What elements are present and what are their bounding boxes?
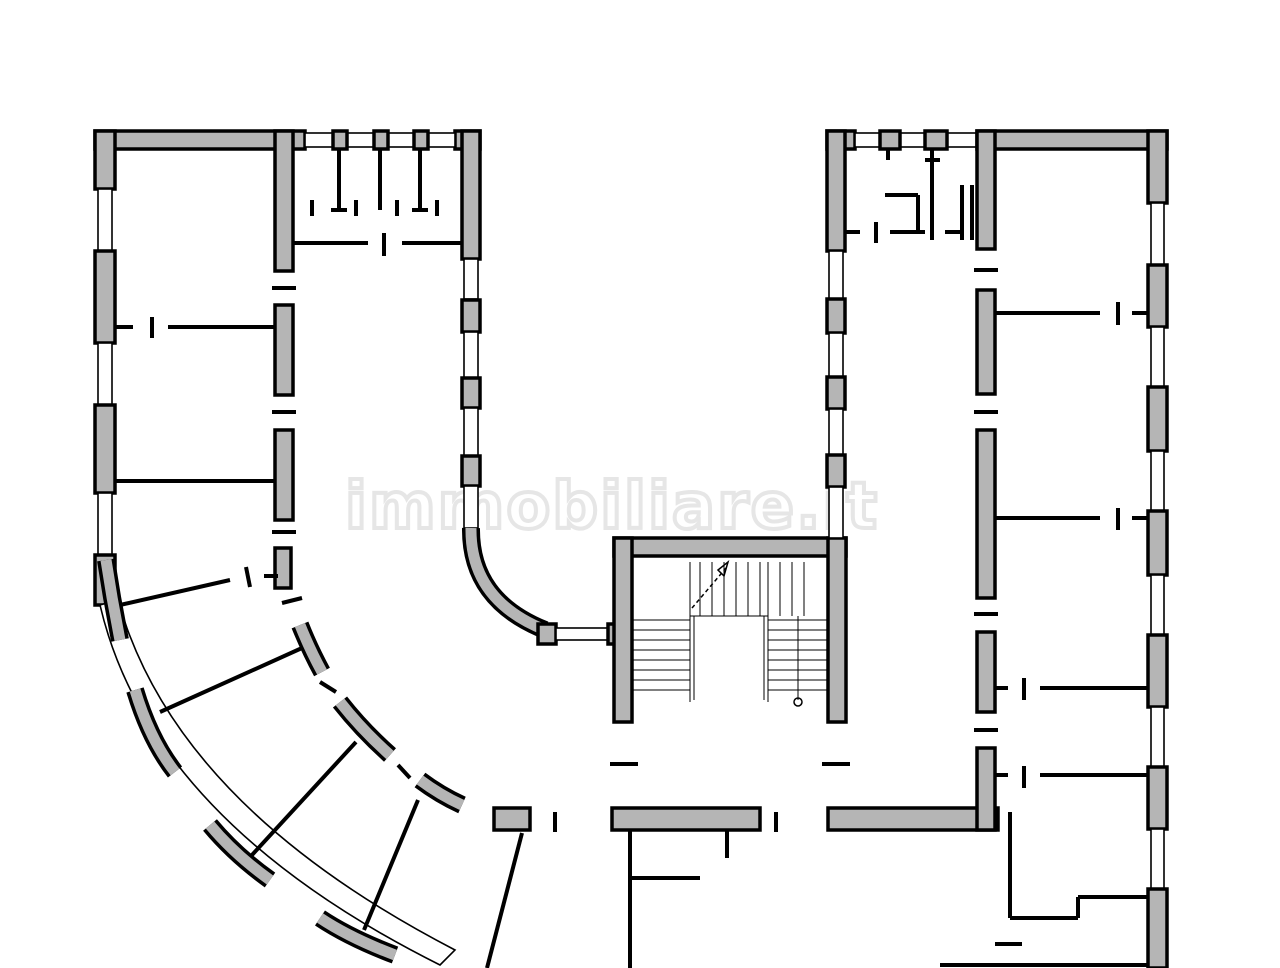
left-wing-east-wall <box>460 129 482 261</box>
stair-treads <box>632 559 828 707</box>
left-inner-wall-top <box>273 129 295 273</box>
left-top-windows <box>304 129 456 151</box>
staircase <box>610 536 850 766</box>
curved-wing <box>97 558 524 968</box>
left-room-partitions <box>115 286 296 607</box>
left-utility-partitions <box>293 149 462 256</box>
bottom-centre-rooms <box>628 830 729 968</box>
watermark: immobiliare.it <box>343 468 879 546</box>
left-wing <box>93 129 1000 968</box>
corridor-bottom-wall-left <box>492 806 532 832</box>
right-utility-partitions <box>845 149 974 243</box>
left-outer-wall-top <box>93 129 117 191</box>
watermark-text: immobiliare.it <box>345 470 879 544</box>
right-room-partitions <box>995 302 1148 788</box>
inner-curve <box>461 527 626 646</box>
right-wing <box>825 129 1169 968</box>
lower-right-rooms <box>940 812 1148 967</box>
left-outer-wall-pier-2 <box>93 403 117 495</box>
left-outer-wall-pier-1 <box>93 249 117 345</box>
